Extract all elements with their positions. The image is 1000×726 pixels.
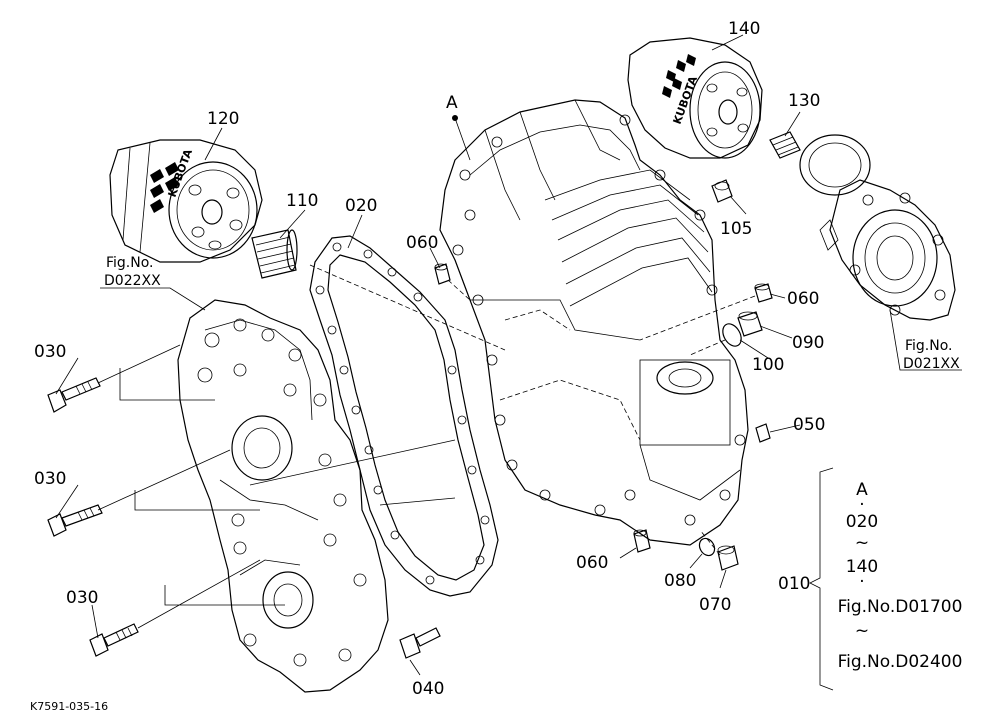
assembly-dot-1: · <box>859 495 864 515</box>
bolt-040[interactable] <box>399 627 441 659</box>
bolt-guide-lines <box>97 344 285 629</box>
callout-090: 090 <box>792 333 824 353</box>
assembly-line-020: 020 <box>846 512 878 532</box>
guide-gasket <box>309 264 506 351</box>
gear-case-left <box>177 299 389 693</box>
callout-030-lower: 030 <box>66 588 98 608</box>
leader-lines <box>55 34 962 676</box>
assembly-line-d01700: Fig.No.D01700 <box>838 597 963 617</box>
bolt-030-middle[interactable] <box>47 504 103 537</box>
oil-filter-120[interactable]: KUBOTA <box>109 139 263 263</box>
assembly-dot-2: · <box>859 572 864 592</box>
callout-010: 010 <box>778 574 810 594</box>
callout-060-bottom: 060 <box>576 553 608 573</box>
callout-040: 040 <box>412 679 444 699</box>
nipple-110[interactable] <box>251 229 298 279</box>
plug-070[interactable] <box>699 529 739 571</box>
callout-030-upper: 030 <box>34 342 66 362</box>
o-ring-080[interactable] <box>696 536 717 559</box>
fig-ref-left-line1: Fig.No. <box>106 255 154 271</box>
transmission-case <box>439 99 749 546</box>
assembly-composition: A · 020 ~ 140 · Fig.No.D01700 ~ Fig.No.D… <box>838 480 963 672</box>
plug-050[interactable] <box>755 423 771 443</box>
gasket-020[interactable] <box>309 235 499 597</box>
fig-ref-left-line2: D022XX <box>104 273 161 289</box>
callout-105: 105 <box>720 219 752 239</box>
oil-filter-140[interactable]: KUBOTA <box>627 37 763 159</box>
assembly-line-a: A <box>856 480 868 500</box>
point-a-marker <box>452 115 471 161</box>
plug-060-bottom[interactable] <box>633 529 651 553</box>
callout-140: 140 <box>728 19 760 39</box>
callout-060-upper: 060 <box>406 233 438 253</box>
guide-case-2 <box>379 497 456 506</box>
callout-080: 080 <box>664 571 696 591</box>
bolt-030-lower[interactable] <box>89 623 139 657</box>
callout-020: 020 <box>345 196 377 216</box>
callout-060-right: 060 <box>787 289 819 309</box>
callout-130: 130 <box>788 91 820 111</box>
fig-ref-right-line2: D021XX <box>903 356 960 372</box>
callout-labels: 120 110 020 060 A 140 130 105 060 090 10… <box>34 19 825 699</box>
plug-060-right[interactable] <box>639 283 773 341</box>
callout-050: 050 <box>793 415 825 435</box>
nipple-130[interactable] <box>769 131 801 159</box>
plug-090[interactable] <box>737 311 763 337</box>
plug-105[interactable] <box>711 179 747 215</box>
callout-100: 100 <box>752 355 784 375</box>
assembly-tilde-2: ~ <box>855 621 869 641</box>
callout-070: 070 <box>699 595 731 615</box>
assembly-line-d02400: Fig.No.D02400 <box>838 652 963 672</box>
plug-060-upper[interactable] <box>434 263 471 301</box>
assembly-line-140: 140 <box>846 557 878 577</box>
assembly-tilde-1: ~ <box>855 533 869 553</box>
drawing-id: K7591-035-16 <box>30 700 108 713</box>
guide-case <box>249 439 456 486</box>
callout-a: A <box>446 93 458 113</box>
fig-ref-left: Fig.No. D022XX <box>104 255 161 289</box>
callout-110: 110 <box>286 191 318 211</box>
callout-030-middle: 030 <box>34 469 66 489</box>
fig-ref-right-line1: Fig.No. <box>905 338 953 354</box>
bolt-030-upper[interactable] <box>47 377 101 413</box>
callout-120: 120 <box>207 109 239 129</box>
filter-bracket-right <box>799 134 956 321</box>
assembly-bracket-010 <box>809 467 834 691</box>
o-ring-100[interactable] <box>689 321 745 356</box>
fig-ref-right: Fig.No. D021XX <box>903 338 960 372</box>
